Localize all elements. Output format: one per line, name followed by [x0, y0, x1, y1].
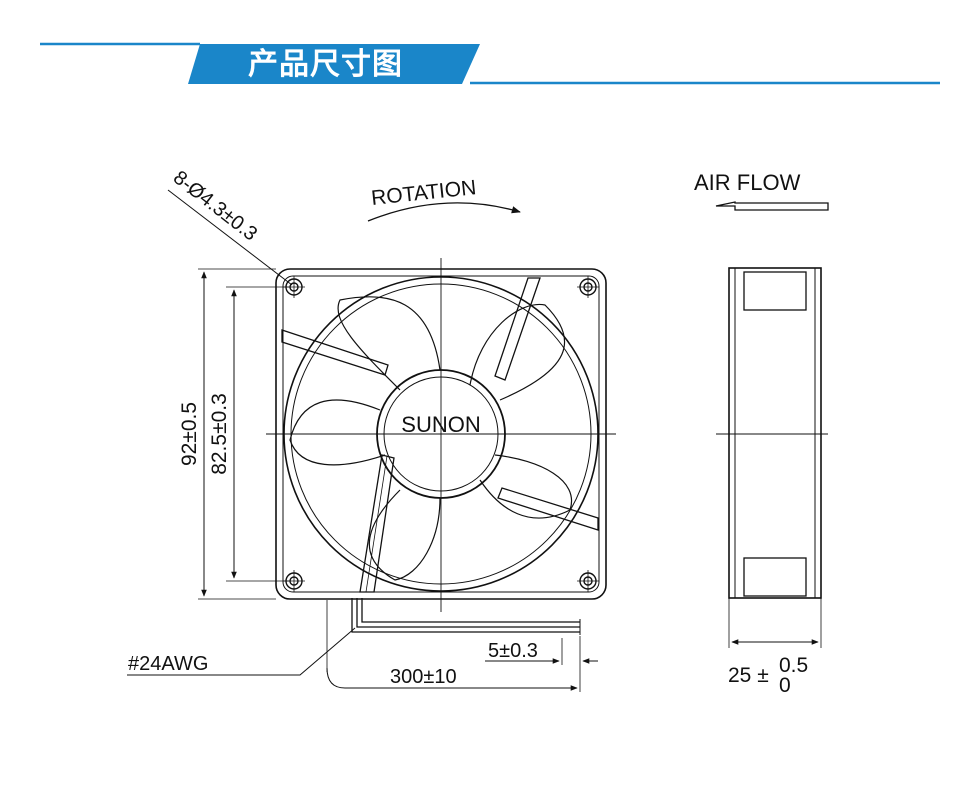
fan-blade	[368, 489, 441, 581]
hole-spacing-label: 82.5±0.3	[208, 393, 231, 475]
side-flange-bottom	[743, 557, 807, 597]
thickness-upper-tolerance: 0.5	[779, 654, 808, 677]
strut	[497, 487, 599, 531]
brand-label: SUNON	[401, 412, 480, 437]
fan-blade	[469, 303, 566, 401]
side-view	[715, 201, 829, 648]
wire-channel-line	[365, 455, 388, 593]
lead-wire	[361, 598, 580, 623]
strut	[281, 329, 389, 376]
lead-wires	[351, 598, 581, 635]
mounting-hole	[577, 276, 599, 298]
hole-spec-label: 8-Ø4.3±0.3	[169, 167, 261, 246]
mounting-hole	[577, 570, 599, 592]
strut	[494, 277, 541, 381]
airflow-label: AIR FLOW	[694, 170, 801, 195]
section-header: 产品尺寸图	[0, 0, 980, 100]
airflow-arrow	[715, 201, 829, 211]
fan-blade	[479, 454, 573, 519]
lead-length-dimension-line	[326, 667, 578, 691]
header-title: 产品尺寸图	[248, 47, 403, 82]
strip-length-label: 5±0.3	[488, 640, 538, 662]
header-banner	[40, 42, 940, 85]
thickness-lower-tolerance: 0	[779, 674, 791, 697]
overall-height-label: 92±0.5	[178, 402, 201, 466]
lead-length-label: 300±10	[390, 666, 457, 688]
side-flange-top	[743, 271, 807, 311]
header-title-plate	[188, 44, 480, 84]
rotation-arrow	[367, 202, 521, 222]
fan-blade	[289, 399, 386, 466]
fan-struts	[281, 277, 599, 593]
wire-gauge-label: #24AWG	[128, 653, 208, 675]
lead-wire	[356, 598, 580, 628]
fan-blades	[289, 296, 573, 581]
side-body-inner	[734, 267, 816, 599]
side-body	[728, 267, 822, 599]
wire-gauge-leader	[127, 627, 356, 676]
thickness-base-label: 25 ±	[728, 664, 769, 687]
lead-wire	[351, 598, 580, 633]
fan-blade	[337, 296, 441, 391]
front-view	[127, 189, 616, 692]
strut-wire-channel	[359, 454, 395, 593]
